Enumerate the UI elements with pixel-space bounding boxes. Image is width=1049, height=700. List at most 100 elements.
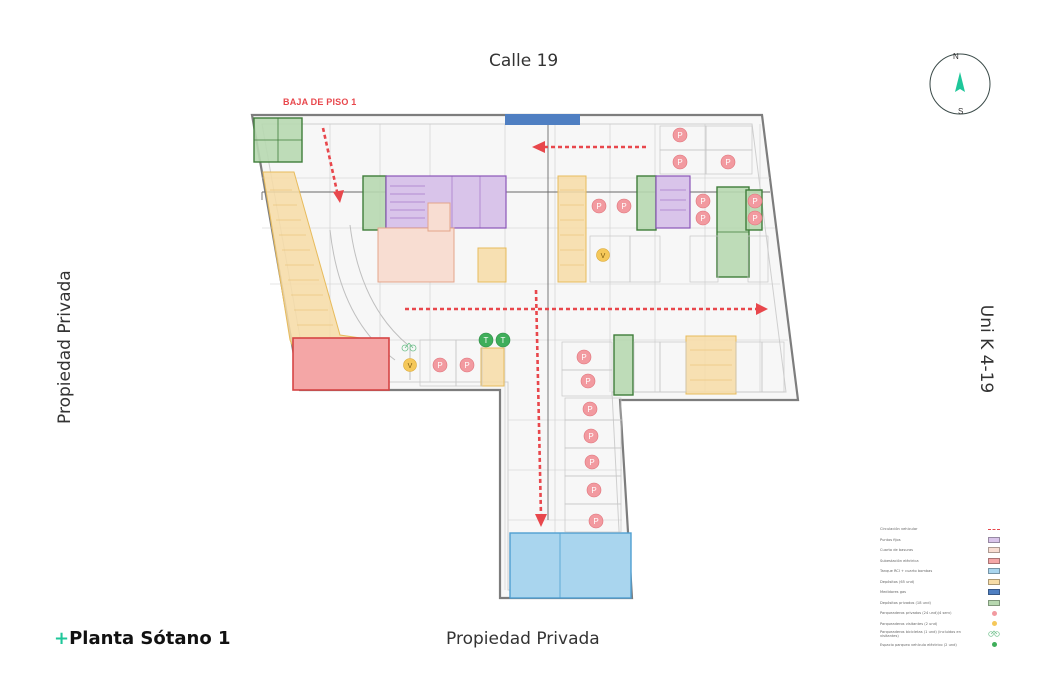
parking-marker: P: [747, 210, 763, 226]
legend-item: Espacio parqueo vehículo eléctrico (2 un…: [880, 640, 1000, 651]
legend-label: Depósitos privados (18 und): [880, 600, 931, 605]
legend-item: Parqueaderos bicicletas (1 und) (incluid…: [880, 629, 1000, 640]
gas-meters: [505, 114, 580, 125]
svg-text:P: P: [677, 158, 682, 167]
svg-text:T: T: [501, 336, 506, 345]
legend-item: Subestación eléctrica: [880, 556, 1000, 567]
ev-markers: T T: [478, 332, 511, 348]
compass-north-label: N: [953, 52, 959, 61]
compass: [929, 53, 991, 115]
legend-label: Circulación vehicular: [880, 527, 918, 532]
svg-text:P: P: [593, 517, 598, 526]
parking-marker: P: [432, 357, 448, 373]
arrow-head-east: [756, 303, 768, 315]
parking-marker: P: [672, 127, 688, 143]
svg-text:P: P: [700, 197, 705, 206]
ev-marker: T: [478, 332, 494, 348]
legend-swatch: [988, 557, 1000, 564]
legend-label: Depósitos (65 und): [880, 579, 915, 584]
parking-marker: P: [586, 482, 602, 498]
parking-marker: P: [582, 401, 598, 417]
arrow-icon: [988, 528, 1000, 530]
legend-label: Medidores gas: [880, 590, 907, 595]
garbage-room: [377, 227, 455, 283]
legend-item: Depósitos (65 und): [880, 577, 1000, 588]
parking-marker: P: [580, 373, 596, 389]
legend-item: Parqueaderos privados (24 und)(4 serv): [880, 608, 1000, 619]
street-south: Propiedad Privada: [446, 629, 600, 649]
title-text: Planta Sótano 1: [69, 628, 231, 649]
legend-label: Parqueaderos privados (24 und)(4 serv): [880, 611, 952, 616]
legend-item: Puntos fijos: [880, 535, 1000, 546]
compass-south-label: S: [958, 107, 964, 116]
legend-swatch: [988, 599, 1000, 606]
visitor-markers: V V: [403, 248, 610, 372]
bicycle-icon: [988, 630, 1000, 638]
svg-text:T: T: [484, 336, 489, 345]
svg-text:P: P: [437, 361, 442, 370]
svg-text:P: P: [752, 197, 757, 206]
svg-text:P: P: [585, 377, 590, 386]
legend-item: Cuarto de basuras: [880, 545, 1000, 556]
parking-marker: P: [695, 210, 711, 226]
svg-text:P: P: [588, 432, 593, 441]
vehicle-circulation: [321, 127, 758, 517]
street-east: Uni K 4-19: [976, 304, 996, 394]
parking-marker: P: [720, 154, 736, 170]
parking-marker: P: [583, 428, 599, 444]
legend-swatch: [988, 536, 1000, 543]
svg-text:P: P: [589, 458, 594, 467]
arrow-head-north: [532, 141, 545, 153]
parking-marker: P: [672, 154, 688, 170]
street-north: Calle 19: [489, 51, 559, 71]
parking-marker: P: [616, 198, 632, 214]
parking-marker: P: [459, 357, 475, 373]
legend-swatch: [988, 568, 1000, 575]
arrow-head-south: [535, 514, 547, 527]
svg-text:P: P: [700, 214, 705, 223]
svg-text:P: P: [587, 405, 592, 414]
parking-markers: P P P P P P P P: [432, 127, 763, 529]
legend-swatch: [988, 547, 1000, 554]
legend-circle: [992, 621, 997, 627]
ev-marker: T: [495, 332, 511, 348]
svg-text:P: P: [581, 353, 586, 362]
legend-swatch: [988, 578, 1000, 585]
legend-label: Puntos fijos: [880, 537, 901, 542]
parking-marker: P: [591, 198, 607, 214]
svg-text:V: V: [601, 253, 606, 260]
legend-swatch: [988, 589, 1000, 596]
north-arrow-icon: [955, 72, 965, 92]
legend-item: Tanque RCI + cuarto bombas: [880, 566, 1000, 577]
legend-label: Subestación eléctrica: [880, 558, 919, 563]
deposit-hatching: [270, 189, 732, 381]
svg-text:P: P: [677, 131, 682, 140]
parking-marker: P: [747, 193, 763, 209]
legend: Circulación vehicular Puntos fijos Cuart…: [880, 524, 1000, 650]
legend-circle: [992, 610, 997, 616]
parking-marker: P: [584, 454, 600, 470]
parking-marker: P: [588, 513, 604, 529]
bike-icons: [401, 342, 417, 352]
parking-marker: P: [576, 349, 592, 365]
svg-text:P: P: [752, 214, 757, 223]
legend-label: Espacio parqueo vehículo eléctrico (2 un…: [880, 642, 957, 647]
legend-label: Tanque RCI + cuarto bombas: [880, 569, 933, 574]
legend-item: Medidores gas: [880, 587, 1000, 598]
legend-label: Parqueaderos visitantes (2 und): [880, 621, 938, 626]
water-tank-room: [509, 532, 632, 599]
arrow-head-ramp: [333, 190, 344, 203]
svg-text:P: P: [591, 486, 596, 495]
svg-text:P: P: [725, 158, 730, 167]
svg-text:V: V: [408, 363, 413, 370]
legend-label: Cuarto de basuras: [880, 548, 914, 553]
plus-icon: +: [54, 628, 70, 649]
svg-text:P: P: [464, 361, 469, 370]
svg-text:P: P: [596, 202, 601, 211]
street-west: Propiedad Privada: [55, 270, 75, 424]
legend-circle: [992, 642, 997, 648]
svg-text:P: P: [621, 202, 626, 211]
legend-item: Depósitos privados (18 und): [880, 598, 1000, 609]
ramp-label: BAJA DE PISO 1: [283, 97, 357, 107]
